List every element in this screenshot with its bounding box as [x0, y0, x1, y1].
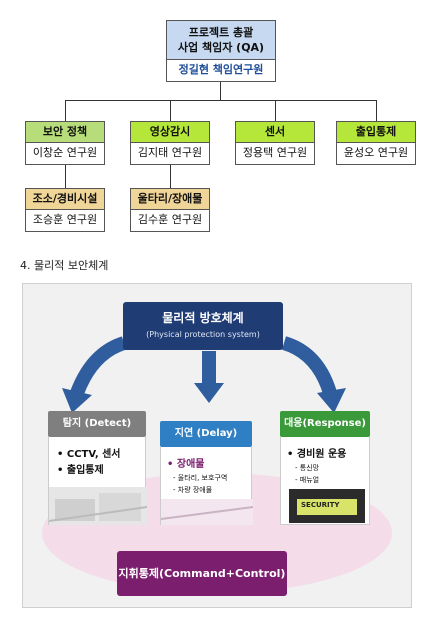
- building-illustration: [49, 487, 147, 525]
- security-vest: [297, 499, 357, 515]
- center-title: 물리적 방호체계: [162, 311, 244, 325]
- delay-subitem-2: - 차량 장애물: [173, 486, 213, 494]
- arrows: [62, 336, 346, 413]
- branch-security-policy: 보안 정책: [25, 121, 105, 143]
- subbranch-lighting-guard-person: 조승훈 연구원: [25, 210, 105, 232]
- delay-subitem-1: - 울타리, 보호구역: [173, 474, 228, 482]
- detect-item-2: • 출입통제: [57, 465, 104, 476]
- connector-trunk: [220, 82, 221, 100]
- org-top-title-line1: 프로젝트 총괄: [188, 26, 254, 39]
- subbranch-lighting-guard: 조소/경비시설: [25, 188, 105, 210]
- org-top-name: 정길현 책임연구원: [166, 60, 276, 82]
- pillar-response-head: 대응(Response): [280, 411, 370, 437]
- branch-sensor-person: 정용택 연구원: [235, 143, 315, 165]
- branch-sensor: 센서: [235, 121, 315, 143]
- center-subtitle: (Physical protection system): [146, 330, 260, 339]
- pillar-detect-head: 탐지 (Detect): [48, 411, 146, 437]
- security-vest-text: SECURITY: [301, 501, 340, 509]
- branch-security-policy-person: 이창순 연구원: [25, 143, 105, 165]
- branch-video-surveillance-person: 김지태 연구원: [130, 143, 210, 165]
- pillar-delay-head: 지연 (Delay): [160, 421, 252, 447]
- connector-drop-4: [376, 100, 377, 121]
- connector-sub-2: [170, 165, 171, 188]
- connector-horizontal: [65, 100, 376, 101]
- arrow-to-response-head: [317, 388, 346, 413]
- subbranch-fence-barrier-person: 김수훈 연구원: [130, 210, 210, 232]
- response-subitem-2: - 매뉴얼: [295, 476, 320, 484]
- branch-access-control: 출입통제: [336, 121, 416, 143]
- connector-drop-3: [275, 100, 276, 121]
- subbranch-fence-barrier: 울타리/장애물: [130, 188, 210, 210]
- arrow-to-delay-shaft: [202, 351, 216, 385]
- arrow-to-response: [281, 336, 337, 396]
- org-top-title-line2: 사업 책임자 (QA): [177, 41, 265, 54]
- command-control-box: 지휘통제(Command+Control): [117, 551, 287, 596]
- connector-drop-2: [170, 100, 171, 121]
- org-top-box: 프로젝트 총괄 사업 책임자 (QA): [166, 20, 276, 60]
- delay-item-1: • 장애물: [167, 459, 205, 470]
- center-box: 물리적 방호체계 (Physical protection system): [123, 302, 283, 350]
- arrow-to-detect-head: [62, 388, 92, 413]
- pillar-detect-body: • CCTV, 센서 • 출입통제: [48, 437, 147, 525]
- security-guard-photo: SECURITY: [289, 489, 365, 523]
- connector-sub-1: [65, 165, 66, 188]
- connector-drop-1: [65, 100, 66, 121]
- response-subitem-1: - 통신망: [295, 464, 320, 472]
- pillar-delay-body: • 장애물 - 울타리, 보호구역 - 차량 장애물: [160, 447, 253, 525]
- arrow-to-delay-head: [194, 383, 224, 403]
- pillar-response-body: • 경비원 운용 - 통신망 - 매뉴얼 SECURITY: [280, 437, 370, 525]
- branch-video-surveillance: 영상감시: [130, 121, 210, 143]
- response-item-1: • 경비원 운용: [287, 449, 347, 460]
- fence-illustration: [161, 499, 253, 525]
- detect-item-1: • CCTV, 센서: [57, 449, 121, 460]
- branch-access-control-person: 윤성오 연구원: [336, 143, 416, 165]
- arrow-to-detect: [70, 336, 127, 396]
- section-heading: 4. 물리적 보안체계: [20, 259, 109, 272]
